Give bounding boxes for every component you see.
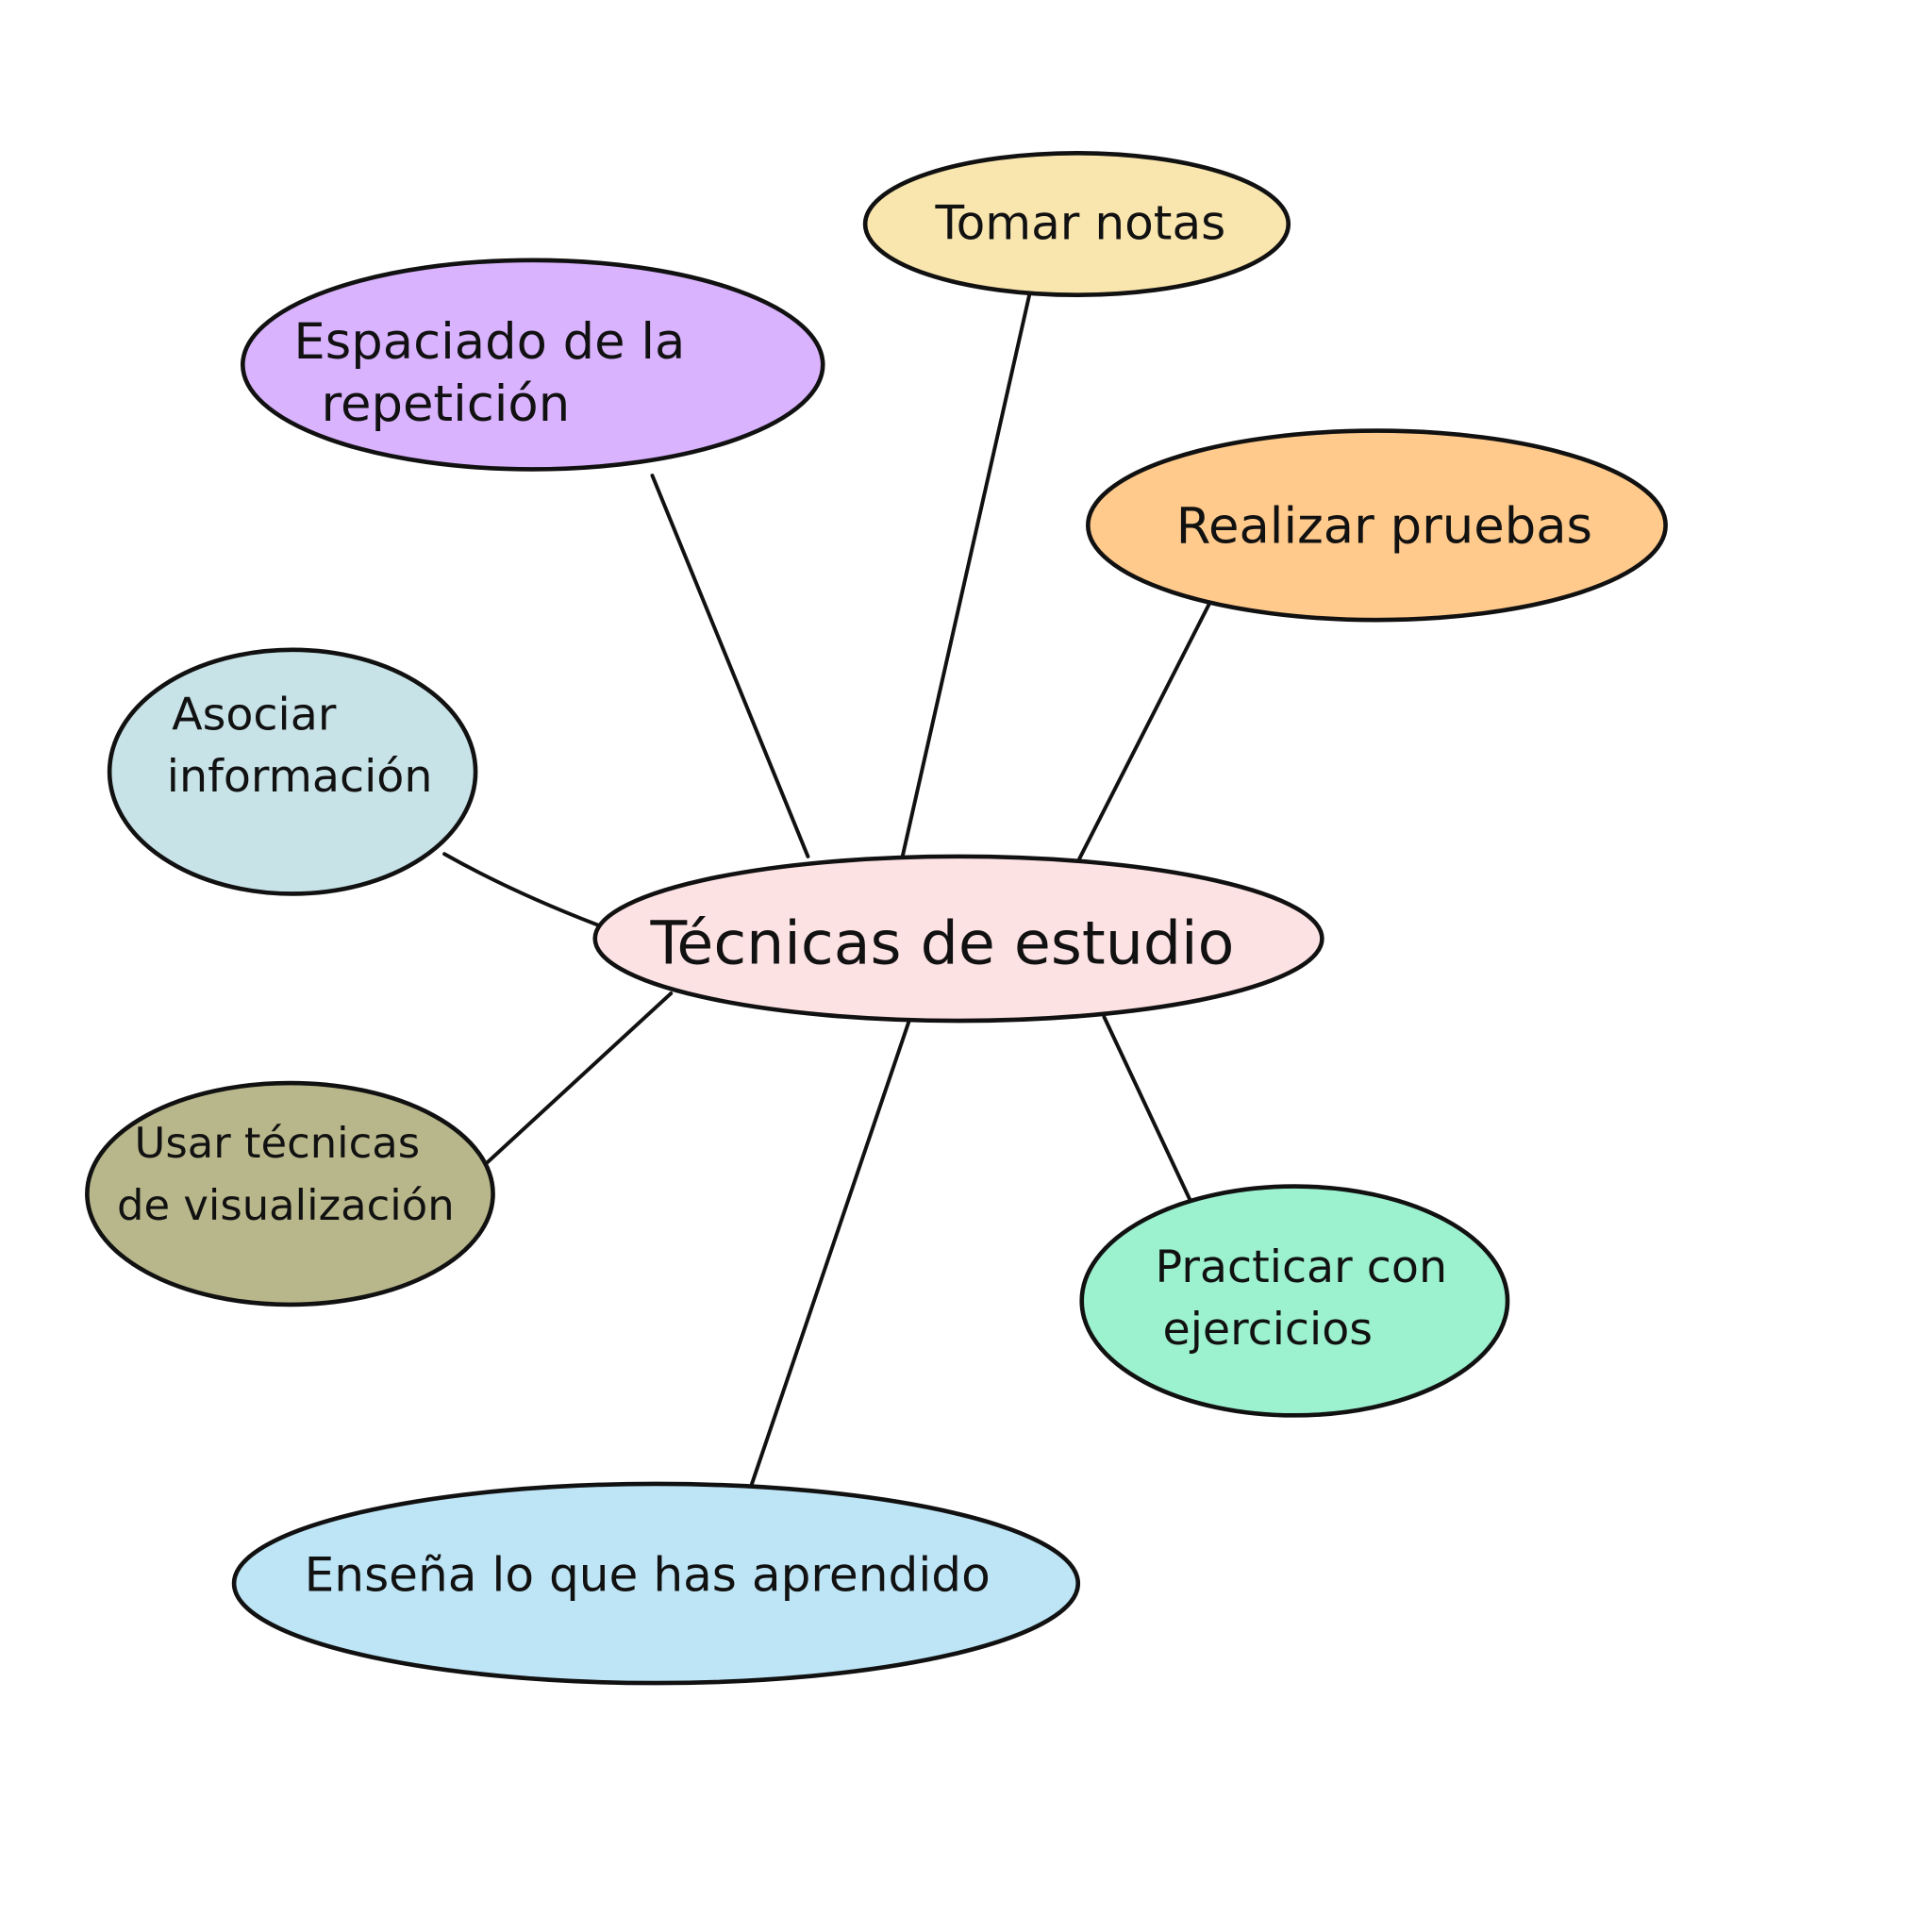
edge-realizar-pruebas xyxy=(1077,595,1215,861)
node-label: Realizar pruebas xyxy=(1176,497,1592,555)
center-label: Técnicas de estudio xyxy=(649,908,1234,977)
node-tomar-notas[interactable]: Tomar notas xyxy=(862,151,1291,298)
node-label-line-2: de visualización xyxy=(117,1180,455,1230)
bubble xyxy=(1086,428,1668,623)
bubble xyxy=(1079,1184,1510,1418)
bubble xyxy=(231,1481,1081,1686)
node-label-line-1: Asociar xyxy=(172,689,337,741)
edge-visualizacion xyxy=(481,991,674,1169)
node-ensena[interactable]: Enseña lo que has aprendido xyxy=(231,1481,1081,1686)
edge-espaciado xyxy=(650,474,810,858)
node-label: Tomar notas xyxy=(935,194,1226,250)
bubble xyxy=(241,258,825,472)
bubble xyxy=(862,151,1291,298)
edge-tomar-notas xyxy=(900,287,1033,858)
node-label: Enseña lo que has aprendido xyxy=(305,1546,991,1602)
node-label-line-2: información xyxy=(167,751,433,803)
bubble xyxy=(592,854,1324,1024)
node-label-line-1: Practicar con xyxy=(1156,1241,1448,1293)
node-practicar[interactable]: Practicar con ejercicios xyxy=(1079,1184,1510,1418)
node-label-line-1: Espaciado de la xyxy=(293,313,685,371)
node-asociar[interactable]: Asociar información xyxy=(107,647,478,896)
edge-ensena xyxy=(750,1012,913,1486)
edge-asociar xyxy=(442,852,600,927)
bubble xyxy=(107,647,478,896)
node-label-line-2: ejercicios xyxy=(1162,1304,1373,1356)
bubble xyxy=(85,1080,495,1307)
node-label-line-1: Usar técnicas xyxy=(135,1118,421,1168)
edges xyxy=(442,287,1215,1486)
center-node[interactable]: Técnicas de estudio xyxy=(592,854,1324,1024)
node-label-line-2: repetición xyxy=(321,375,570,433)
node-realizar-pruebas[interactable]: Realizar pruebas xyxy=(1086,428,1668,623)
node-espaciado[interactable]: Espaciado de la repetición xyxy=(241,258,825,472)
node-visualizacion[interactable]: Usar técnicas de visualización xyxy=(85,1080,495,1307)
edge-practicar xyxy=(1102,1015,1192,1203)
